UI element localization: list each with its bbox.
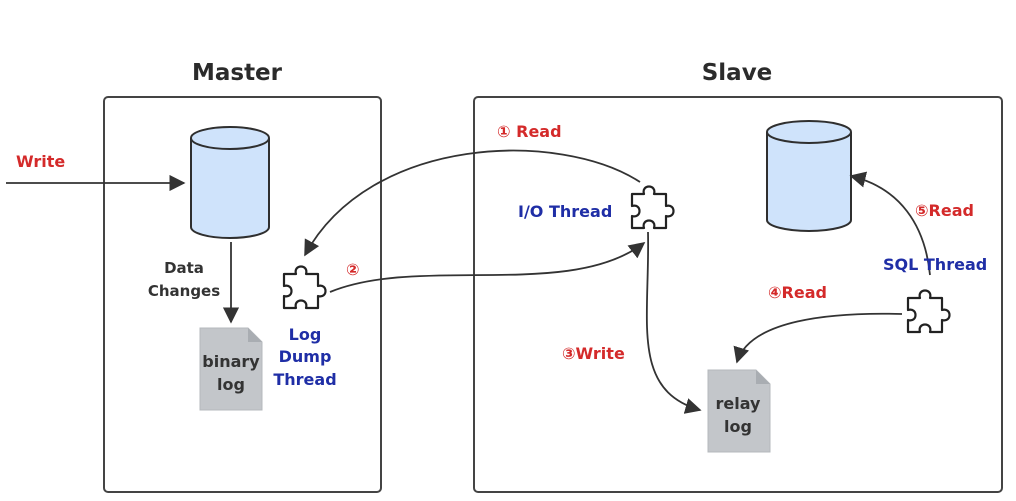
binary-log-document-icon [199, 327, 263, 411]
log-dump-thread-label-line1: Log [289, 325, 322, 344]
step2-label: ② [346, 260, 360, 279]
log-dump-thread-puzzle-icon [282, 265, 327, 310]
data-changes-label-line2: Changes [148, 282, 220, 300]
data-changes-label-line1: Data [164, 259, 204, 277]
relay-log-document-icon [707, 369, 771, 453]
step5-read-label: ⑤Read [915, 201, 974, 220]
io-thread-label: I/O Thread [518, 202, 612, 221]
slave-box [473, 96, 1003, 493]
sql-thread-label: SQL Thread [883, 255, 987, 274]
relay-log-label-line2: log [724, 417, 752, 436]
write-arrow-3 [645, 231, 702, 414]
write-label: Write [16, 152, 65, 171]
log-dump-thread-label-line3: Thread [273, 370, 336, 389]
log-dump-thread-label-line2: Dump [279, 347, 332, 366]
read-arrow-1 [304, 149, 641, 257]
master-box [103, 96, 382, 493]
read-arrow-5 [849, 171, 931, 276]
sql-thread-puzzle-icon [906, 289, 951, 334]
step1-read-label: ① Read [497, 122, 562, 141]
master-database-icon [190, 126, 270, 239]
master-title: Master [192, 60, 283, 86]
slave-title: Slave [702, 60, 773, 86]
slave-database-icon [766, 120, 852, 232]
binary-log-label-line1: binary [202, 352, 260, 371]
relay-log-label-line1: relay [716, 394, 762, 413]
step4-read-label: ④Read [768, 283, 827, 302]
read-arrow-4 [733, 312, 903, 364]
io-thread-puzzle-icon [630, 185, 675, 230]
binary-log-label-line2: log [217, 375, 245, 394]
transfer-arrow-2 [329, 242, 646, 293]
step3-write-label: ③Write [562, 344, 625, 363]
